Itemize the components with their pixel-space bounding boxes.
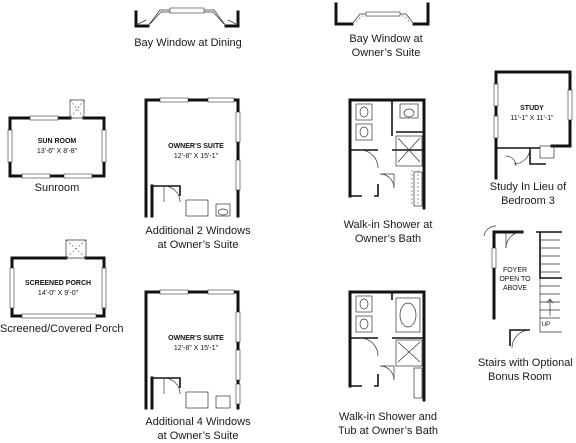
study-name-label: STUDY [520,105,544,112]
caption-line: Walk-in Shower at [343,219,433,231]
caption-line: Bonus Room [488,371,552,383]
caption-line: Study In Lieu of [489,181,567,193]
bay-window-owners-plan [334,2,430,26]
sunroom-dimension-label: 13'-6" X 8'-8" [37,148,78,155]
caption-line: Bedroom 3 [501,195,555,207]
sunroom-name-label: SUN ROOM [38,138,77,145]
caption-line: Tub at Owner’s Bath [337,425,439,437]
caption-line: Bay Window at [349,33,423,45]
foyer-label-line-1: FOYER [503,267,527,274]
caption-line: Walk-in Shower and [338,411,438,423]
screened-porch-name-label: SCREENED PORCH [25,280,91,287]
caption-bay-window-dining: Bay Window at Dining [134,37,242,49]
caption-line: Owner’s Suite [351,47,421,59]
foyer-label-line-3: ABOVE [503,285,527,292]
caption-line: Additional 4 Windows [145,416,251,428]
caption-stairs-bonus: Stairs with Optional Bonus Room [478,356,576,384]
owners-suite-2-name-label: OWNER'S SUITE [168,335,224,342]
owners-suite-2-windows-plan: OWNER'S SUITE 12'-8" X 15'-1" [144,97,241,218]
walkin-shower-tub-plan [348,290,426,402]
caption-additional-4-windows: Additional 4 Windows at Owner’s Suite [128,415,268,443]
floor-plan-options-sheet: .w { stroke: #111; stroke-width: 3; fill… [7,2,573,410]
caption-study: Study In Lieu of Bedroom 3 [480,180,576,208]
walkin-shower-bath-plan [348,98,426,210]
study-dimension-label: 11'-1" X 11'-1" [510,115,554,122]
caption-line: Additional 2 Windows [145,225,251,237]
caption-screened-porch: Screened/Covered Porch [0,323,124,335]
owners-suite-dimension-label: 12'-8" X 15'-1" [174,153,219,160]
screened-porch-dimension-label: 14'-0" X 9'-0" [38,290,79,297]
caption-line: at Owner’s Suite [157,430,239,442]
caption-walkin-shower: Walk-in Shower at Owner’s Bath [318,218,458,246]
owners-suite-2-dimension-label: 12'-8" X 15'-1" [174,345,219,352]
owners-suite-4-windows-plan: OWNER'S SUITE 12'-8" X 15'-1" [144,289,241,410]
screened-porch-plan: SCREENED PORCH 14'-0" X 9'-0" [9,239,107,319]
bay-window-dining-plan [134,7,240,28]
caption-line: Owner’s Bath [354,233,422,245]
caption-additional-2-windows: Additional 2 Windows at Owner’s Suite [128,224,268,252]
stairs-up-label: UP [542,322,550,328]
caption-walkin-shower-tub: Walk-in Shower and Tub at Owner’s Bath [318,410,458,438]
caption-sunroom: Sunroom [34,182,80,194]
foyer-stairs-plan: FOYER OPEN TO ABOVE UP [483,225,562,349]
foyer-label-line-2: OPEN TO [499,276,531,283]
owners-suite-name-label: OWNER'S SUITE [168,143,224,150]
study-plan: STUDY 11'-1" X 11'-1" [493,70,573,180]
caption-line: at Owner’s Suite [157,239,239,251]
caption-bay-window-owners: Bay Window at Owner’s Suite [316,32,456,60]
sunroom-plan: SUN ROOM 13'-6" X 8'-8" [7,99,107,179]
caption-line: Stairs with Optional [478,357,573,369]
